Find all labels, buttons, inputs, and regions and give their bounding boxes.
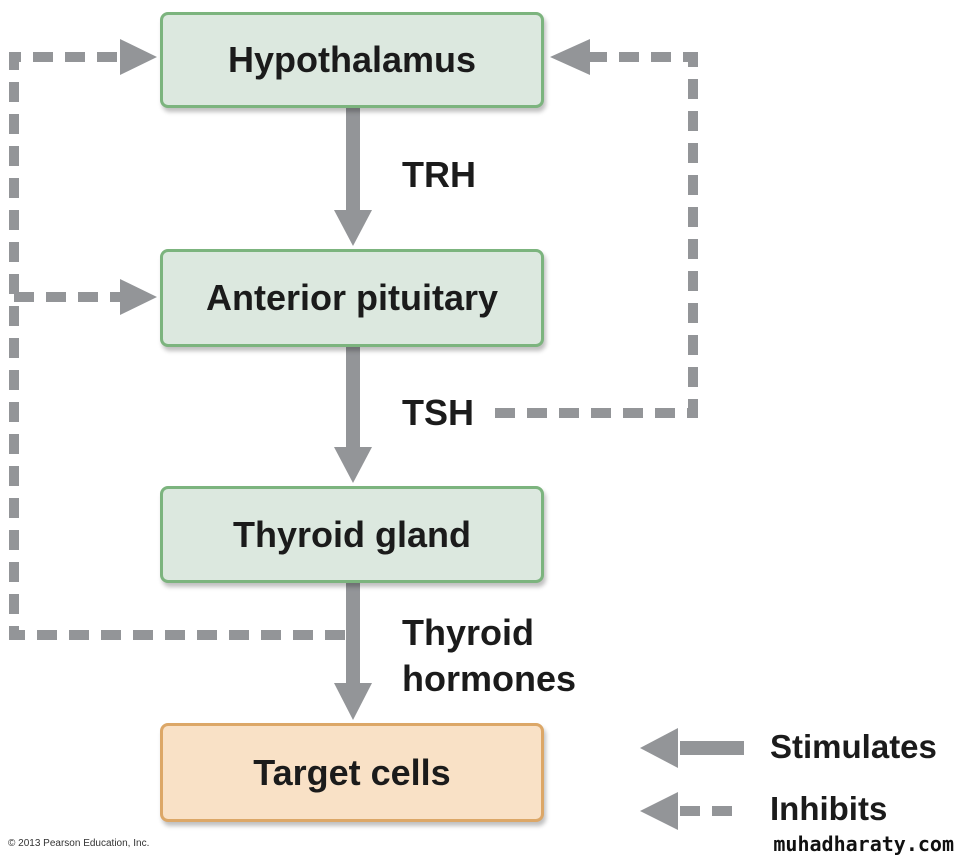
arrowhead-inhibit-hypothalamus-right (550, 39, 590, 75)
thyroid-gland-label: Thyroid gland (233, 513, 471, 555)
arrowhead-inhibit-pituitary (120, 279, 157, 315)
legend-inhibits-label: Inhibits (770, 790, 888, 827)
anterior-pituitary-box: Anterior pituitary (160, 249, 544, 347)
target-cells-box: Target cells (160, 723, 544, 822)
arrowhead-thyroid-hormones (334, 683, 372, 720)
legend-inhibits-arrowhead (640, 792, 678, 830)
tsh-label: TSH (402, 392, 474, 433)
legend-stimulates-label: Stimulates (770, 728, 937, 765)
hypothalamus-label: Hypothalamus (227, 39, 477, 80)
anterior-pituitary-label: Anterior pituitary (205, 277, 499, 318)
arrowhead-trh (334, 210, 372, 246)
copyright-text: © 2013 Pearson Education, Inc. (8, 838, 150, 849)
watermark-text: muhadharaty.com (773, 832, 954, 856)
inhibit-path-thyroid-hormones (9, 52, 345, 640)
thyroid-hormones-label-line1: Thyroid (402, 612, 534, 653)
thyroid-gland-box: Thyroid gland (160, 486, 544, 583)
thyroid-hormones-label-line2: hormones (402, 658, 577, 699)
hypothalamus-box: Hypothalamus (160, 12, 544, 108)
arrowhead-inhibit-hypothalamus-left (120, 39, 157, 75)
legend-stimulates-arrowhead (640, 728, 678, 768)
trh-label: TRH (402, 154, 476, 195)
target-cells-label: Target cells (253, 751, 451, 793)
arrowhead-tsh (334, 447, 372, 483)
inhibit-path-tsh (495, 52, 698, 418)
